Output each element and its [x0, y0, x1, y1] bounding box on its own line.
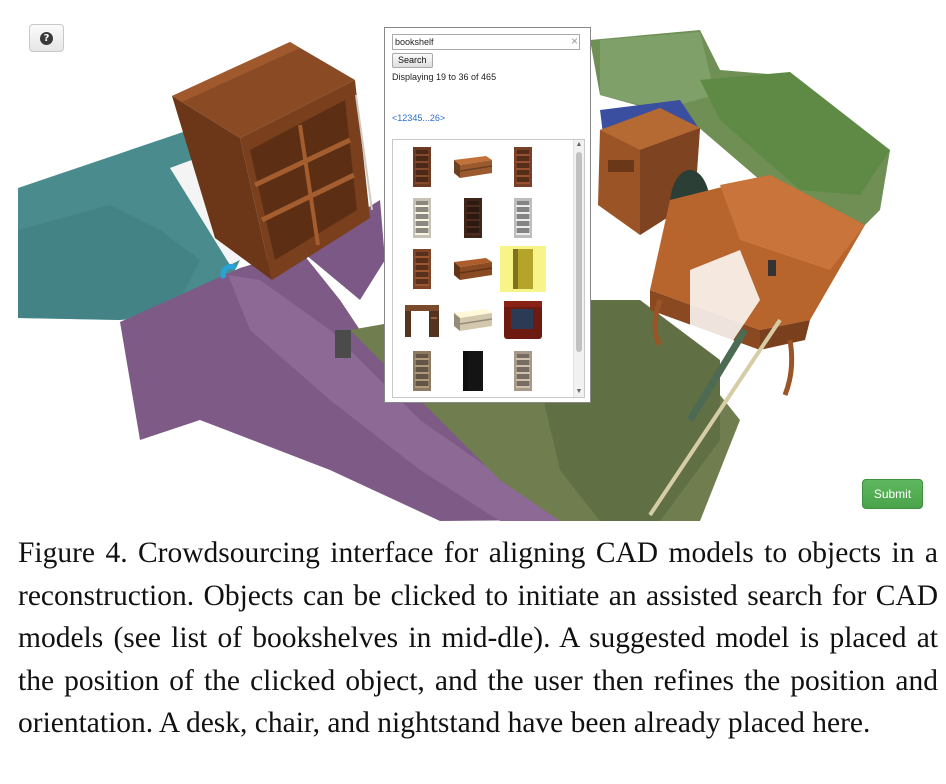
bookshelf-model[interactable] — [172, 42, 373, 280]
purple-under-shelf — [300, 200, 385, 300]
selection-marker — [220, 263, 238, 280]
model-thumbnail[interactable] — [399, 246, 445, 292]
reconstruction-viewport[interactable]: ? Submit × Search Displaying 19 to 36 of… — [0, 0, 946, 521]
model-thumbnail[interactable] — [399, 195, 445, 241]
model-thumbnail[interactable] — [500, 144, 546, 190]
submit-button[interactable]: Submit — [862, 479, 923, 509]
model-results-grid[interactable]: ▲ ▼ — [392, 139, 585, 398]
scroll-down-icon[interactable]: ▼ — [575, 388, 583, 395]
model-thumbnail[interactable] — [399, 297, 445, 343]
model-thumbnail-image — [405, 305, 439, 337]
pager-prev[interactable]: < — [392, 113, 398, 123]
model-thumbnail[interactable] — [450, 297, 496, 343]
question-circle-icon: ? — [40, 31, 53, 45]
green-wall-light — [600, 32, 715, 110]
model-thumbnail[interactable] — [399, 144, 445, 190]
model-thumbnail-image — [413, 198, 431, 238]
search-field-wrapper: × — [392, 34, 582, 50]
figure-caption: Figure 4. Crowdsourcing interface for al… — [18, 537, 938, 739]
pager-page-2[interactable]: 2 — [402, 113, 408, 123]
result-count-text: Displaying 19 to 36 of 465 — [392, 72, 497, 82]
scroll-up-icon[interactable]: ▲ — [575, 141, 583, 148]
pager-page-4[interactable]: 4 — [412, 113, 418, 123]
pager-next[interactable]: > — [439, 113, 446, 123]
model-thumbnail-image — [413, 351, 431, 391]
model-thumbnail[interactable] — [500, 348, 546, 394]
model-thumbnail[interactable] — [500, 246, 546, 292]
search-button[interactable]: Search — [392, 53, 433, 68]
model-thumbnail-image — [413, 249, 431, 289]
model-thumbnail[interactable] — [399, 348, 445, 394]
green-rail — [687, 328, 748, 422]
results-scrollbar[interactable]: ▲ ▼ — [573, 140, 584, 397]
model-thumbnail[interactable] — [500, 195, 546, 241]
help-button[interactable]: ? — [29, 24, 64, 52]
model-thumbnail-image — [504, 301, 542, 339]
model-thumbnail-image — [454, 258, 493, 280]
pager-page-26[interactable]: 26 — [429, 113, 440, 123]
teal-wall-shade — [18, 205, 200, 320]
model-thumbnail-image — [464, 198, 482, 238]
scroll-thumb[interactable] — [576, 152, 582, 352]
green-wall-right — [700, 72, 890, 195]
pagination: <12345...26> — [392, 113, 445, 123]
bin-object — [335, 330, 351, 358]
model-thumbnail[interactable] — [450, 246, 496, 292]
close-icon[interactable]: × — [570, 34, 578, 48]
model-thumbnail-image — [454, 156, 493, 178]
cad-search-panel: × Search Displaying 19 to 36 of 465 <123… — [384, 27, 591, 403]
model-thumbnail-image — [514, 351, 532, 391]
lamp-pole — [648, 318, 782, 517]
model-thumbnail-image — [513, 249, 533, 289]
model-thumbnail-image — [514, 198, 532, 238]
model-thumbnail[interactable] — [500, 297, 546, 343]
model-thumbnail-image — [413, 147, 431, 187]
scene-render[interactable] — [0, 0, 946, 521]
model-thumbnail-image — [514, 147, 532, 187]
model-thumbnail[interactable] — [450, 195, 496, 241]
pager-page-5[interactable]: 5 — [417, 113, 423, 123]
pager-page-1[interactable]: 1 — [397, 113, 403, 123]
search-input[interactable] — [392, 34, 580, 50]
pager-page-3[interactable]: 3 — [407, 113, 413, 123]
model-thumbnail-image — [463, 351, 483, 391]
model-thumbnail-image — [454, 309, 493, 331]
model-thumbnail[interactable] — [450, 144, 496, 190]
model-thumbnail[interactable] — [450, 348, 496, 394]
pager-ellipsis[interactable]: ... — [422, 113, 430, 123]
white-floor-patch — [690, 250, 760, 360]
